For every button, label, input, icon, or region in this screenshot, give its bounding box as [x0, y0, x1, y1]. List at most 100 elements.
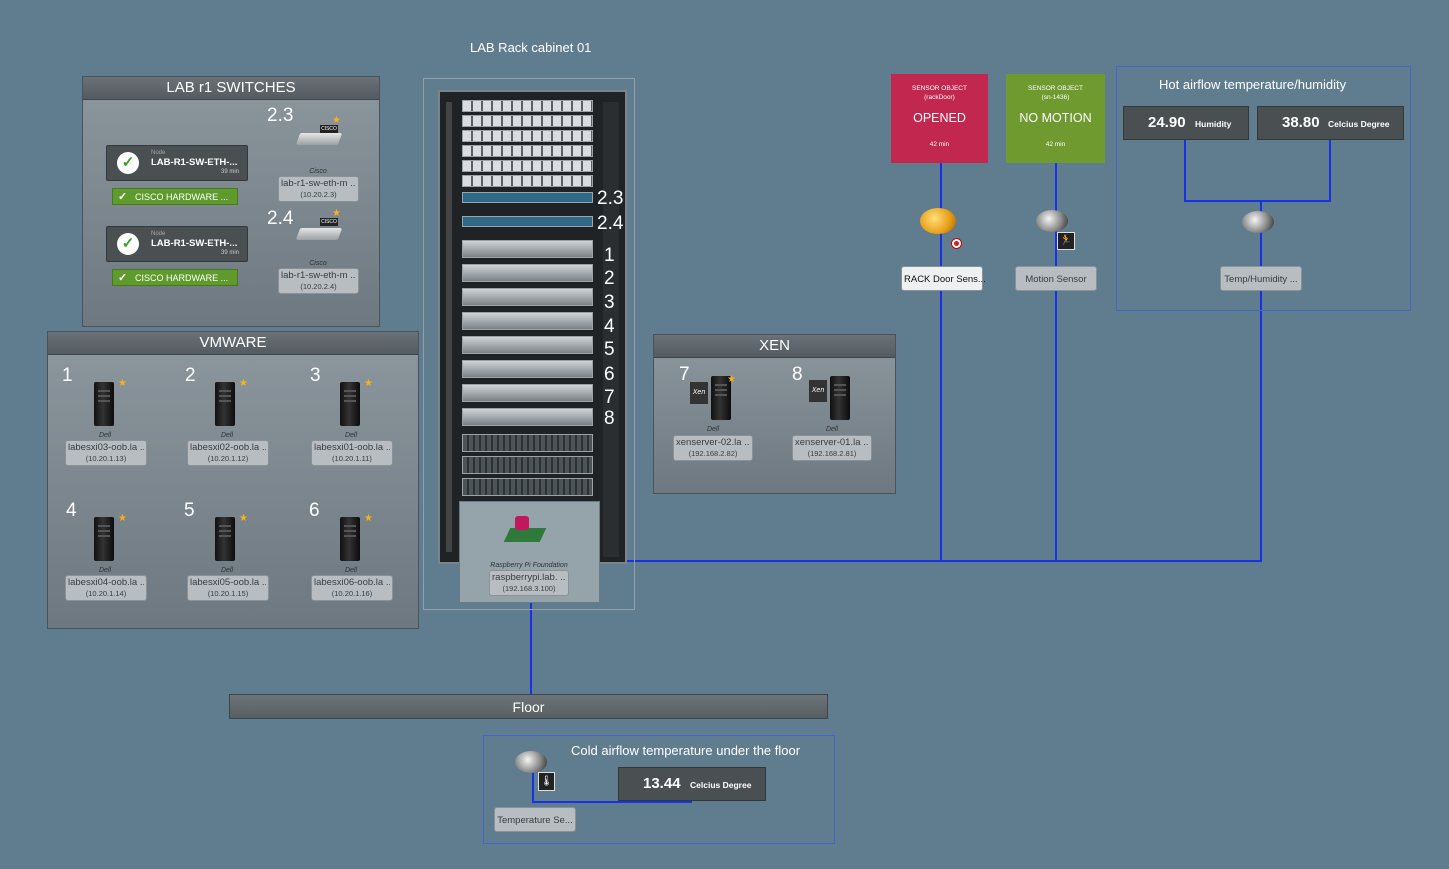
raspberry-pi-icon[interactable] — [503, 516, 547, 546]
hot-temp-value-box[interactable]: 38.80 Celcius Degree — [1257, 106, 1404, 140]
temp-humidity-sensor-icon[interactable] — [1242, 211, 1274, 233]
rack-switch-unit[interactable] — [462, 130, 593, 142]
xen-server-icon[interactable] — [711, 376, 731, 420]
server-vendor: Dell — [344, 432, 358, 439]
star-icon: ★ — [727, 374, 736, 385]
sensor-id: (rackDoor) — [924, 94, 955, 101]
rack-storage-unit[interactable] — [462, 434, 593, 452]
server-icon[interactable] — [215, 382, 235, 426]
rack-switch-unit[interactable] — [462, 145, 593, 157]
server-vendor: Dell — [706, 426, 720, 433]
server-vendor: Dell — [98, 432, 112, 439]
server-label[interactable]: labesxi02-oob.la ... (10.20.1.12) — [187, 440, 269, 466]
rack-server-8[interactable] — [462, 408, 593, 426]
running-person-icon: 🏃 — [1057, 232, 1075, 250]
node-name: LAB-R1-SW-ETH-... — [151, 157, 238, 168]
rack-switch-unit[interactable] — [462, 160, 593, 172]
xen-server-icon[interactable] — [830, 376, 850, 420]
motion-sensor-label[interactable]: Motion Sensor — [1015, 266, 1097, 291]
rack-label: 3 — [604, 292, 615, 313]
link-hot-humidity — [1184, 139, 1186, 201]
rack-server-7[interactable] — [462, 384, 593, 402]
server-name: labesxi05-oob.la ... — [190, 577, 266, 588]
rack-server-5[interactable] — [462, 336, 593, 354]
temperature-sensor-label[interactable]: Temperature Se... — [494, 807, 576, 832]
switch-icon[interactable] — [295, 228, 343, 240]
temp-humidity-label[interactable]: Temp/Humidity ... — [1220, 266, 1302, 291]
door-sensor-label[interactable]: RACK Door Sens... — [901, 266, 986, 291]
cisco-logo-icon: CISCO — [320, 125, 338, 133]
hardware-badge-1[interactable]: ✓CISCO HARDWARE ... — [112, 188, 238, 205]
server-label[interactable]: xenserver-02.la ... (192.168.2.82) — [673, 435, 753, 461]
sensor-state: NO MOTION — [1019, 111, 1092, 125]
motion-sensor-status[interactable]: SENSOR OBJECT(sn-1436) NO MOTION 42 min — [1006, 74, 1105, 163]
server-label[interactable]: labesxi04-oob.la ... (10.20.1.14) — [65, 575, 147, 601]
device-vendor: Cisco — [309, 260, 327, 267]
server-icon[interactable] — [215, 517, 235, 561]
rack-server-1[interactable] — [462, 240, 593, 258]
floor-bar[interactable]: Floor — [229, 694, 828, 719]
server-label[interactable]: labesxi03-oob.la ... (10.20.1.13) — [65, 440, 147, 466]
door-sensor-status[interactable]: SENSOR OBJECT(rackDoor) OPENED 42 min — [891, 74, 988, 163]
node-status-1[interactable]: ✓ Node LAB-R1-SW-ETH-... 39 min — [106, 145, 248, 181]
server-name: xenserver-01.la ... — [795, 437, 869, 448]
pi-label[interactable]: raspberrypi.lab. ... (192.168.3.100) — [489, 570, 569, 596]
rack-label: 6 — [604, 364, 615, 385]
hot-airflow-panel[interactable]: Hot airflow temperature/humidity — [1116, 66, 1411, 311]
server-label[interactable]: labesxi01-oob.la ... (10.20.1.11) — [311, 440, 393, 466]
server-number: 4 — [66, 500, 77, 521]
rack-switch-2-3[interactable] — [462, 192, 593, 203]
hardware-badge-2[interactable]: ✓CISCO HARDWARE ... — [112, 269, 238, 286]
server-icon[interactable] — [340, 382, 360, 426]
server-label[interactable]: labesxi05-oob.la ... (10.20.1.15) — [187, 575, 269, 601]
rack-server-6[interactable] — [462, 360, 593, 378]
server-ip: (192.168.2.82) — [688, 449, 738, 458]
rack-server-4[interactable] — [462, 312, 593, 330]
rack-switch-unit[interactable] — [462, 115, 593, 127]
cold-airflow-panel[interactable]: Cold airflow temperature under the floor — [483, 735, 835, 844]
rack-server-3[interactable] — [462, 288, 593, 306]
server-name: xenserver-02.la ... — [676, 437, 750, 448]
xen-group[interactable]: XEN — [653, 334, 896, 494]
hot-temp-value: 38.80 — [1282, 114, 1320, 131]
server-vendor: Dell — [98, 567, 112, 574]
server-label[interactable]: labesxi06-oob.la ... (10.20.1.16) — [311, 575, 393, 601]
server-number: 2 — [185, 365, 196, 386]
rack-server-2[interactable] — [462, 264, 593, 282]
thermometer-icon: 🌡 — [538, 772, 555, 791]
rack-label: 7 — [604, 387, 615, 408]
device-label[interactable]: lab-r1-sw-eth-m ... (10.20.2.4) — [278, 268, 359, 294]
node-time: 39 min — [220, 250, 239, 256]
star-icon: ★ — [239, 378, 248, 389]
server-label[interactable]: xenserver-01.la ... (192.168.2.81) — [792, 435, 872, 461]
rack-label: 2 — [604, 268, 615, 289]
server-icon[interactable] — [340, 517, 360, 561]
rack-storage-unit[interactable] — [462, 456, 593, 474]
temperature-sensor-icon[interactable] — [515, 751, 547, 773]
pi-ip: (192.168.3.100) — [502, 584, 556, 593]
motion-sensor-icon[interactable] — [1036, 210, 1068, 232]
cold-airflow-title: Cold airflow temperature under the floor — [571, 743, 801, 758]
server-ip: (10.20.1.12) — [207, 454, 249, 463]
door-sensor-icon[interactable] — [920, 208, 956, 234]
device-name: Motion Sensor — [1025, 274, 1087, 285]
sensor-time: 42 min — [1045, 141, 1066, 148]
rack-switch-2-4[interactable] — [462, 216, 593, 227]
server-icon[interactable] — [94, 517, 114, 561]
humidity-value-box[interactable]: 24.90 Humidity — [1123, 106, 1249, 140]
node-status-2[interactable]: ✓ Node LAB-R1-SW-ETH-... 39 min — [106, 226, 248, 262]
rack-switch-unit[interactable] — [462, 100, 593, 112]
switch-icon[interactable] — [295, 133, 343, 145]
device-label[interactable]: lab-r1-sw-eth-m ... (10.20.2.3) — [278, 176, 359, 202]
server-ip: (10.20.1.14) — [85, 589, 127, 598]
rack-switch-unit[interactable] — [462, 175, 593, 187]
rack-cabinet[interactable] — [438, 90, 627, 564]
rack-storage-unit[interactable] — [462, 478, 593, 496]
link-hot-temp — [1329, 139, 1331, 201]
cold-temp-value-box[interactable]: 13.44 Celcius Degree — [618, 767, 766, 801]
server-ip: (10.20.1.16) — [331, 589, 373, 598]
server-icon[interactable] — [94, 382, 114, 426]
server-vendor: Dell — [344, 567, 358, 574]
star-icon: ★ — [332, 208, 341, 219]
node-time: 39 min — [220, 169, 239, 175]
